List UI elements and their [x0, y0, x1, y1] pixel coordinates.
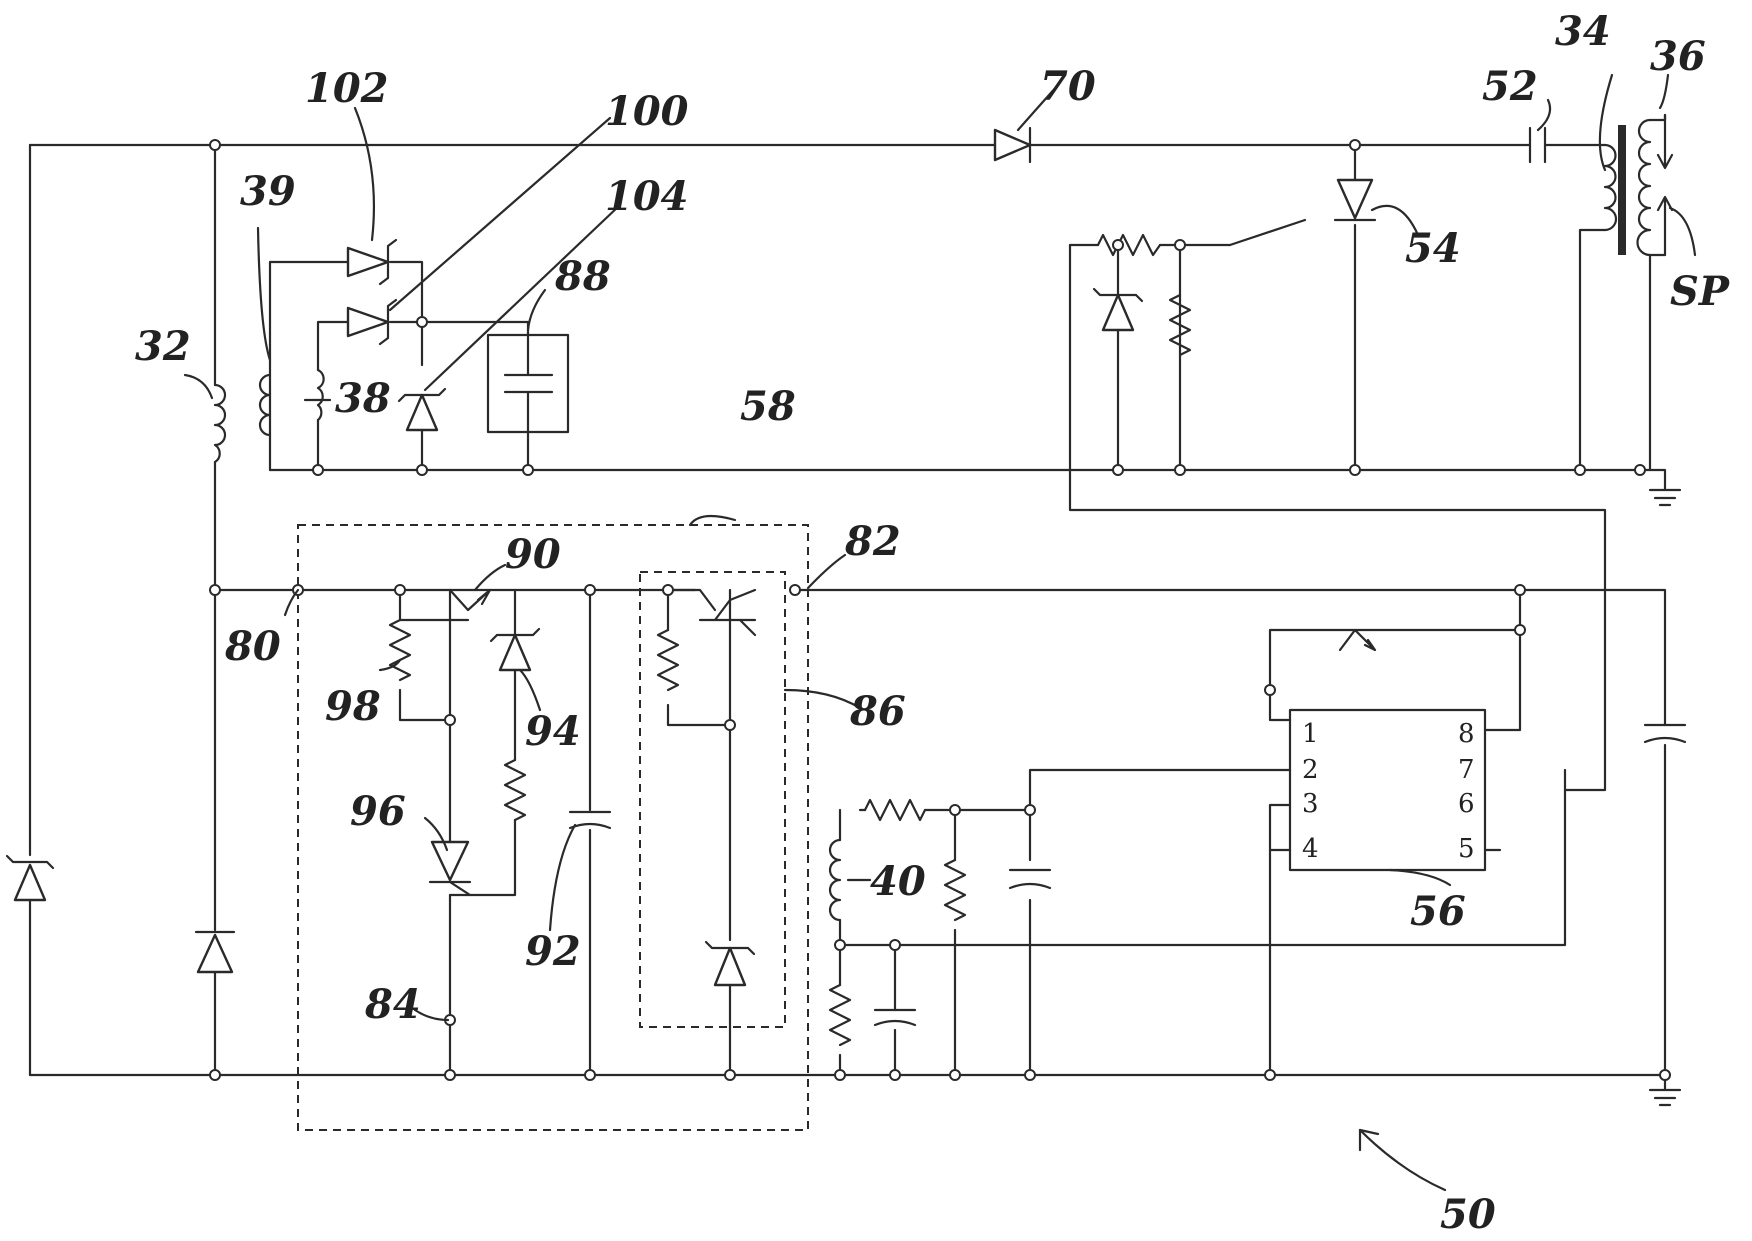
ic-pin-5: 5	[1458, 834, 1475, 864]
label-104: 104	[605, 173, 689, 220]
label-58: 58	[740, 383, 796, 430]
zener-86-internal	[706, 942, 754, 985]
label-56: 56	[1410, 888, 1466, 935]
label-96: 96	[350, 788, 406, 835]
label-86: 86	[849, 688, 906, 735]
block-86	[640, 572, 785, 1027]
label-40: 40	[870, 858, 926, 905]
label-52: 52	[1482, 63, 1538, 110]
label-36: 36	[1650, 33, 1706, 80]
coil-38	[318, 370, 324, 420]
diode-102	[348, 240, 396, 284]
ground-top-icon	[1640, 470, 1680, 505]
diode-70	[995, 128, 1030, 162]
capacitor-88	[488, 335, 568, 432]
label-84: 84	[364, 981, 421, 1028]
label-sp: SP	[1670, 268, 1731, 315]
transistor-82	[668, 590, 755, 635]
label-80: 80	[224, 623, 281, 670]
label-32: 32	[135, 323, 191, 370]
label-100: 100	[605, 88, 689, 135]
zener-right	[1094, 289, 1142, 380]
resistor-94-series	[505, 760, 525, 820]
inductor-40	[830, 840, 840, 920]
label-92: 92	[525, 928, 581, 975]
ic-pin-7: 7	[1458, 755, 1475, 785]
ic-pin-2: 2	[1302, 755, 1319, 785]
ic-pin-3: 3	[1302, 789, 1319, 819]
capacitor-40-right	[1010, 870, 1050, 888]
capacitor-92	[570, 812, 610, 828]
transformer-34-36	[1605, 115, 1672, 255]
label-50: 50	[1440, 1191, 1496, 1238]
label-94: 94	[525, 708, 581, 755]
label-34: 34	[1555, 8, 1611, 55]
ic-pin-numbers: 1 2 3 4 8 7 6 5	[1302, 719, 1475, 864]
ic-56	[1290, 710, 1485, 870]
capacitor-right-edge	[1645, 725, 1685, 742]
junction-dots	[210, 140, 1670, 1080]
capacitor-52	[1530, 128, 1545, 162]
label-38: 38	[335, 375, 391, 422]
label-82: 82	[844, 518, 901, 565]
ic-pin-6: 6	[1458, 789, 1475, 819]
resistor-top-40	[865, 800, 925, 820]
coil-39	[260, 375, 270, 435]
label-54: 54	[1405, 225, 1461, 272]
resistor-98	[390, 620, 410, 680]
thyristor-96	[430, 842, 470, 895]
diode-100	[348, 300, 396, 344]
label-90: 90	[505, 531, 561, 578]
resistor-top-right	[1098, 235, 1160, 255]
label-102: 102	[305, 65, 389, 112]
resistor-86-internal	[658, 630, 678, 690]
diode-left	[196, 932, 234, 972]
label-70: 70	[1040, 63, 1096, 110]
resistor-vertical-right	[1170, 295, 1190, 355]
ic-pin-1: 1	[1302, 719, 1319, 749]
capacitor-40-lower	[875, 1010, 915, 1025]
inductor-32	[215, 385, 225, 462]
transistor-90	[400, 590, 490, 620]
thyristor-54	[1335, 180, 1375, 220]
label-88: 88	[554, 253, 611, 300]
ic-pin-4: 4	[1302, 834, 1319, 864]
resistor-vertical-40	[945, 860, 965, 920]
zener-diode-left	[7, 856, 53, 900]
label-98: 98	[325, 683, 381, 730]
transistor-ic-top	[1322, 630, 1375, 650]
zener-diode-104	[399, 389, 445, 430]
zener-diode-94	[491, 629, 539, 670]
label-39: 39	[240, 168, 296, 215]
ic-pin-8: 8	[1458, 719, 1475, 749]
resistor-lower-40	[830, 985, 850, 1045]
